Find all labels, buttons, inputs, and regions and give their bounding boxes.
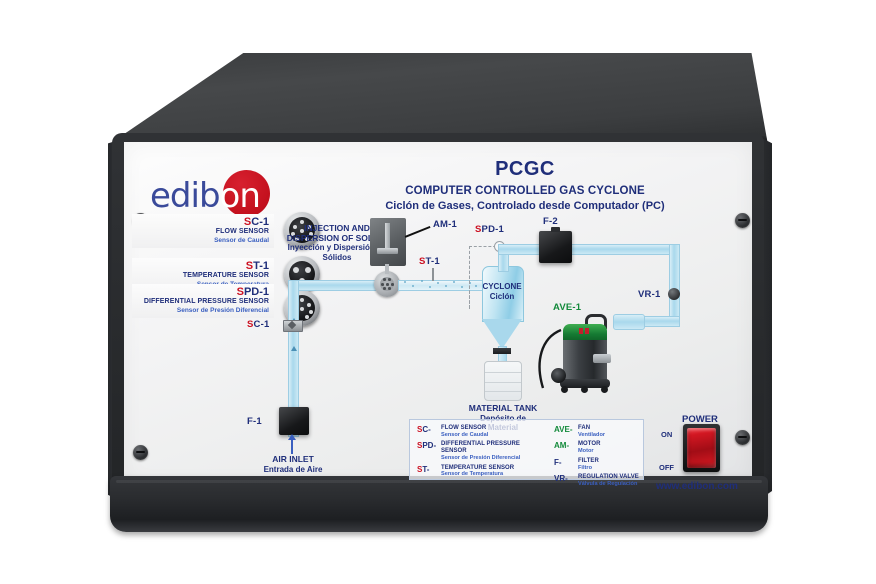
pipe-inlet-horizontal — [288, 280, 380, 291]
legend-code-am: AM- — [554, 441, 570, 451]
panel-screw-bottom-left — [133, 445, 148, 460]
connector-spd1-label: SPD-1 DIFFERENTIAL PRESSURE SENSOR Senso… — [132, 284, 274, 318]
legend-column-left: SC- FLOW SENSOR Sensor de Caudal SPD- DI… — [417, 425, 547, 481]
hose-coupling — [613, 314, 645, 330]
pipe-right-downcomer — [669, 244, 680, 322]
chassis-base-rail — [110, 476, 768, 532]
power-on-label: ON — [661, 430, 673, 439]
connector-spd1[interactable]: SPD-1 DIFFERENTIAL PRESSURE SENSOR Senso… — [132, 284, 320, 330]
cyclone-cone — [482, 319, 522, 349]
legend-text-spd: DIFFERENTIAL PRESSURE SENSOR Sensor de P… — [441, 441, 521, 461]
diagram-label-spd1: SPD-1 — [475, 224, 504, 235]
connector-spd1-name-en: DIFFERENTIAL PRESSURE SENSOR — [143, 298, 269, 305]
power-cord-icon — [538, 328, 562, 389]
motor-disc-stem — [385, 264, 389, 274]
legend-item-ave: AVE- FAN Ventilador — [554, 425, 642, 438]
flow-arrow-up-2 — [290, 346, 297, 351]
connector-spd1-name-es: Sensor de Presión Diferencial — [176, 306, 269, 314]
panel-screw-bottom-right — [735, 430, 750, 445]
dispersion-disc — [374, 271, 400, 297]
sensor-st1-stem — [432, 268, 434, 281]
fan-unit-ave1 — [538, 314, 611, 393]
am1-leader-line — [404, 225, 431, 238]
legend-item-vr: VR- REGULATION VALVE Válvula de Regulaci… — [554, 474, 642, 487]
legend-text-f: FILTER Filtro — [578, 457, 599, 471]
legend-text-st: TEMPERATURE SENSOR Sensor de Temperatura — [441, 464, 515, 478]
diagram-label-f2: F-2 — [543, 216, 558, 227]
connector-spd1-code: SPD-1 — [236, 286, 269, 298]
logo-text: edibon — [150, 176, 261, 216]
diagram-label-am1: AM-1 — [433, 219, 458, 230]
legend-text-sc: FLOW SENSOR Sensor de Caudal — [441, 425, 489, 438]
legend-item-f: F- FILTER Filtro — [554, 458, 642, 471]
power-switch[interactable] — [683, 424, 720, 472]
product-title-es: Ciclón de Gases, Controlado desde Comput… — [385, 200, 665, 212]
legend-item-st: ST- TEMPERATURE SENSOR Sensor de Tempera… — [417, 465, 547, 478]
connector-sc1-name-es: Sensor de Caudal — [214, 236, 269, 244]
diagram-label-st1: ST-1 — [419, 256, 440, 267]
connector-sc1-socket[interactable] — [284, 212, 320, 248]
title-block: PCGC COMPUTER CONTROLLED GAS CYCLONE Cic… — [382, 158, 668, 212]
diagram-label-f1: F-1 — [247, 416, 262, 427]
power-switch-rocker[interactable] — [687, 428, 716, 468]
legend-box: SC- FLOW SENSOR Sensor de Caudal SPD- DI… — [409, 419, 644, 487]
filter-f1-box — [279, 407, 309, 435]
edibon-logo: edibon — [150, 170, 270, 222]
connector-sc1-code: SC-1 — [243, 216, 269, 228]
legend-column-right: AVE- FAN Ventilador AM- MOTOR Motor F- F… — [554, 425, 642, 491]
air-inlet-arrow-stem — [291, 438, 293, 454]
legend-item-spd: SPD- DIFFERENTIAL PRESSURE SENSOR Sensor… — [417, 441, 547, 461]
motor-am1-housing — [370, 218, 406, 266]
diagram-label-sc1: SSC-1C-1 — [247, 319, 270, 330]
legend-code-vr: VR- — [554, 474, 568, 484]
connector-sc1[interactable]: SC-1 FLOW SENSOR Sensor de Caudal — [132, 212, 320, 252]
legend-code-sc: SC- — [417, 425, 431, 434]
filter-f2-box — [539, 227, 572, 263]
cyclone-discharge-valve — [493, 348, 511, 354]
pipe-top-horizontal — [498, 244, 680, 255]
connector-sc1-name-en: FLOW SENSOR — [215, 228, 269, 235]
legend-code-spd: SPD- — [417, 441, 437, 451]
legend-item-am: AM- MOTOR Motor — [554, 441, 642, 454]
power-off-label: OFF — [659, 463, 674, 472]
website-text: www.edibon.com — [656, 481, 738, 492]
logo-text-part2: on — [219, 176, 261, 216]
logo-text-part1: edib — [150, 176, 221, 216]
logo-red-circle — [223, 170, 270, 217]
material-tank-body — [484, 361, 522, 401]
product-title-en: COMPUTER CONTROLLED GAS CYCLONE — [405, 185, 645, 197]
valve-vr1-knob[interactable] — [668, 288, 680, 300]
dust-particles — [400, 279, 480, 290]
legend-text-am: MOTOR Motor — [578, 441, 601, 455]
chassis-top-panel — [108, 53, 768, 145]
legend-code-f: F- — [554, 457, 562, 467]
power-label: POWER — [682, 414, 718, 425]
legend-code-ave: AVE- — [554, 425, 573, 434]
air-inlet-arrow-head — [288, 434, 296, 440]
legend-item-sc: SC- FLOW SENSOR Sensor de Caudal — [417, 425, 547, 438]
connector-sc1-socket-inner — [289, 217, 315, 243]
product-code: PCGC — [495, 158, 555, 180]
connector-sc1-label: SC-1 FLOW SENSOR Sensor de Caudal — [132, 214, 274, 248]
diagram-label-vr1: VR-1 — [638, 289, 661, 300]
legend-code-st: ST- — [417, 464, 430, 474]
panel-screw-top-right — [735, 213, 750, 228]
connector-st1-name-en: TEMPERATURE SENSOR — [182, 272, 269, 279]
spd1-sense-line-left — [469, 246, 471, 308]
connector-st1-code: ST-1 — [245, 260, 269, 272]
legend-text-vr: REGULATION VALVE Válvula de Regulación — [578, 474, 639, 487]
legend-text-ave: FAN Ventilador — [578, 425, 606, 438]
diagram-label-ave1: AVE-1 — [553, 302, 582, 313]
